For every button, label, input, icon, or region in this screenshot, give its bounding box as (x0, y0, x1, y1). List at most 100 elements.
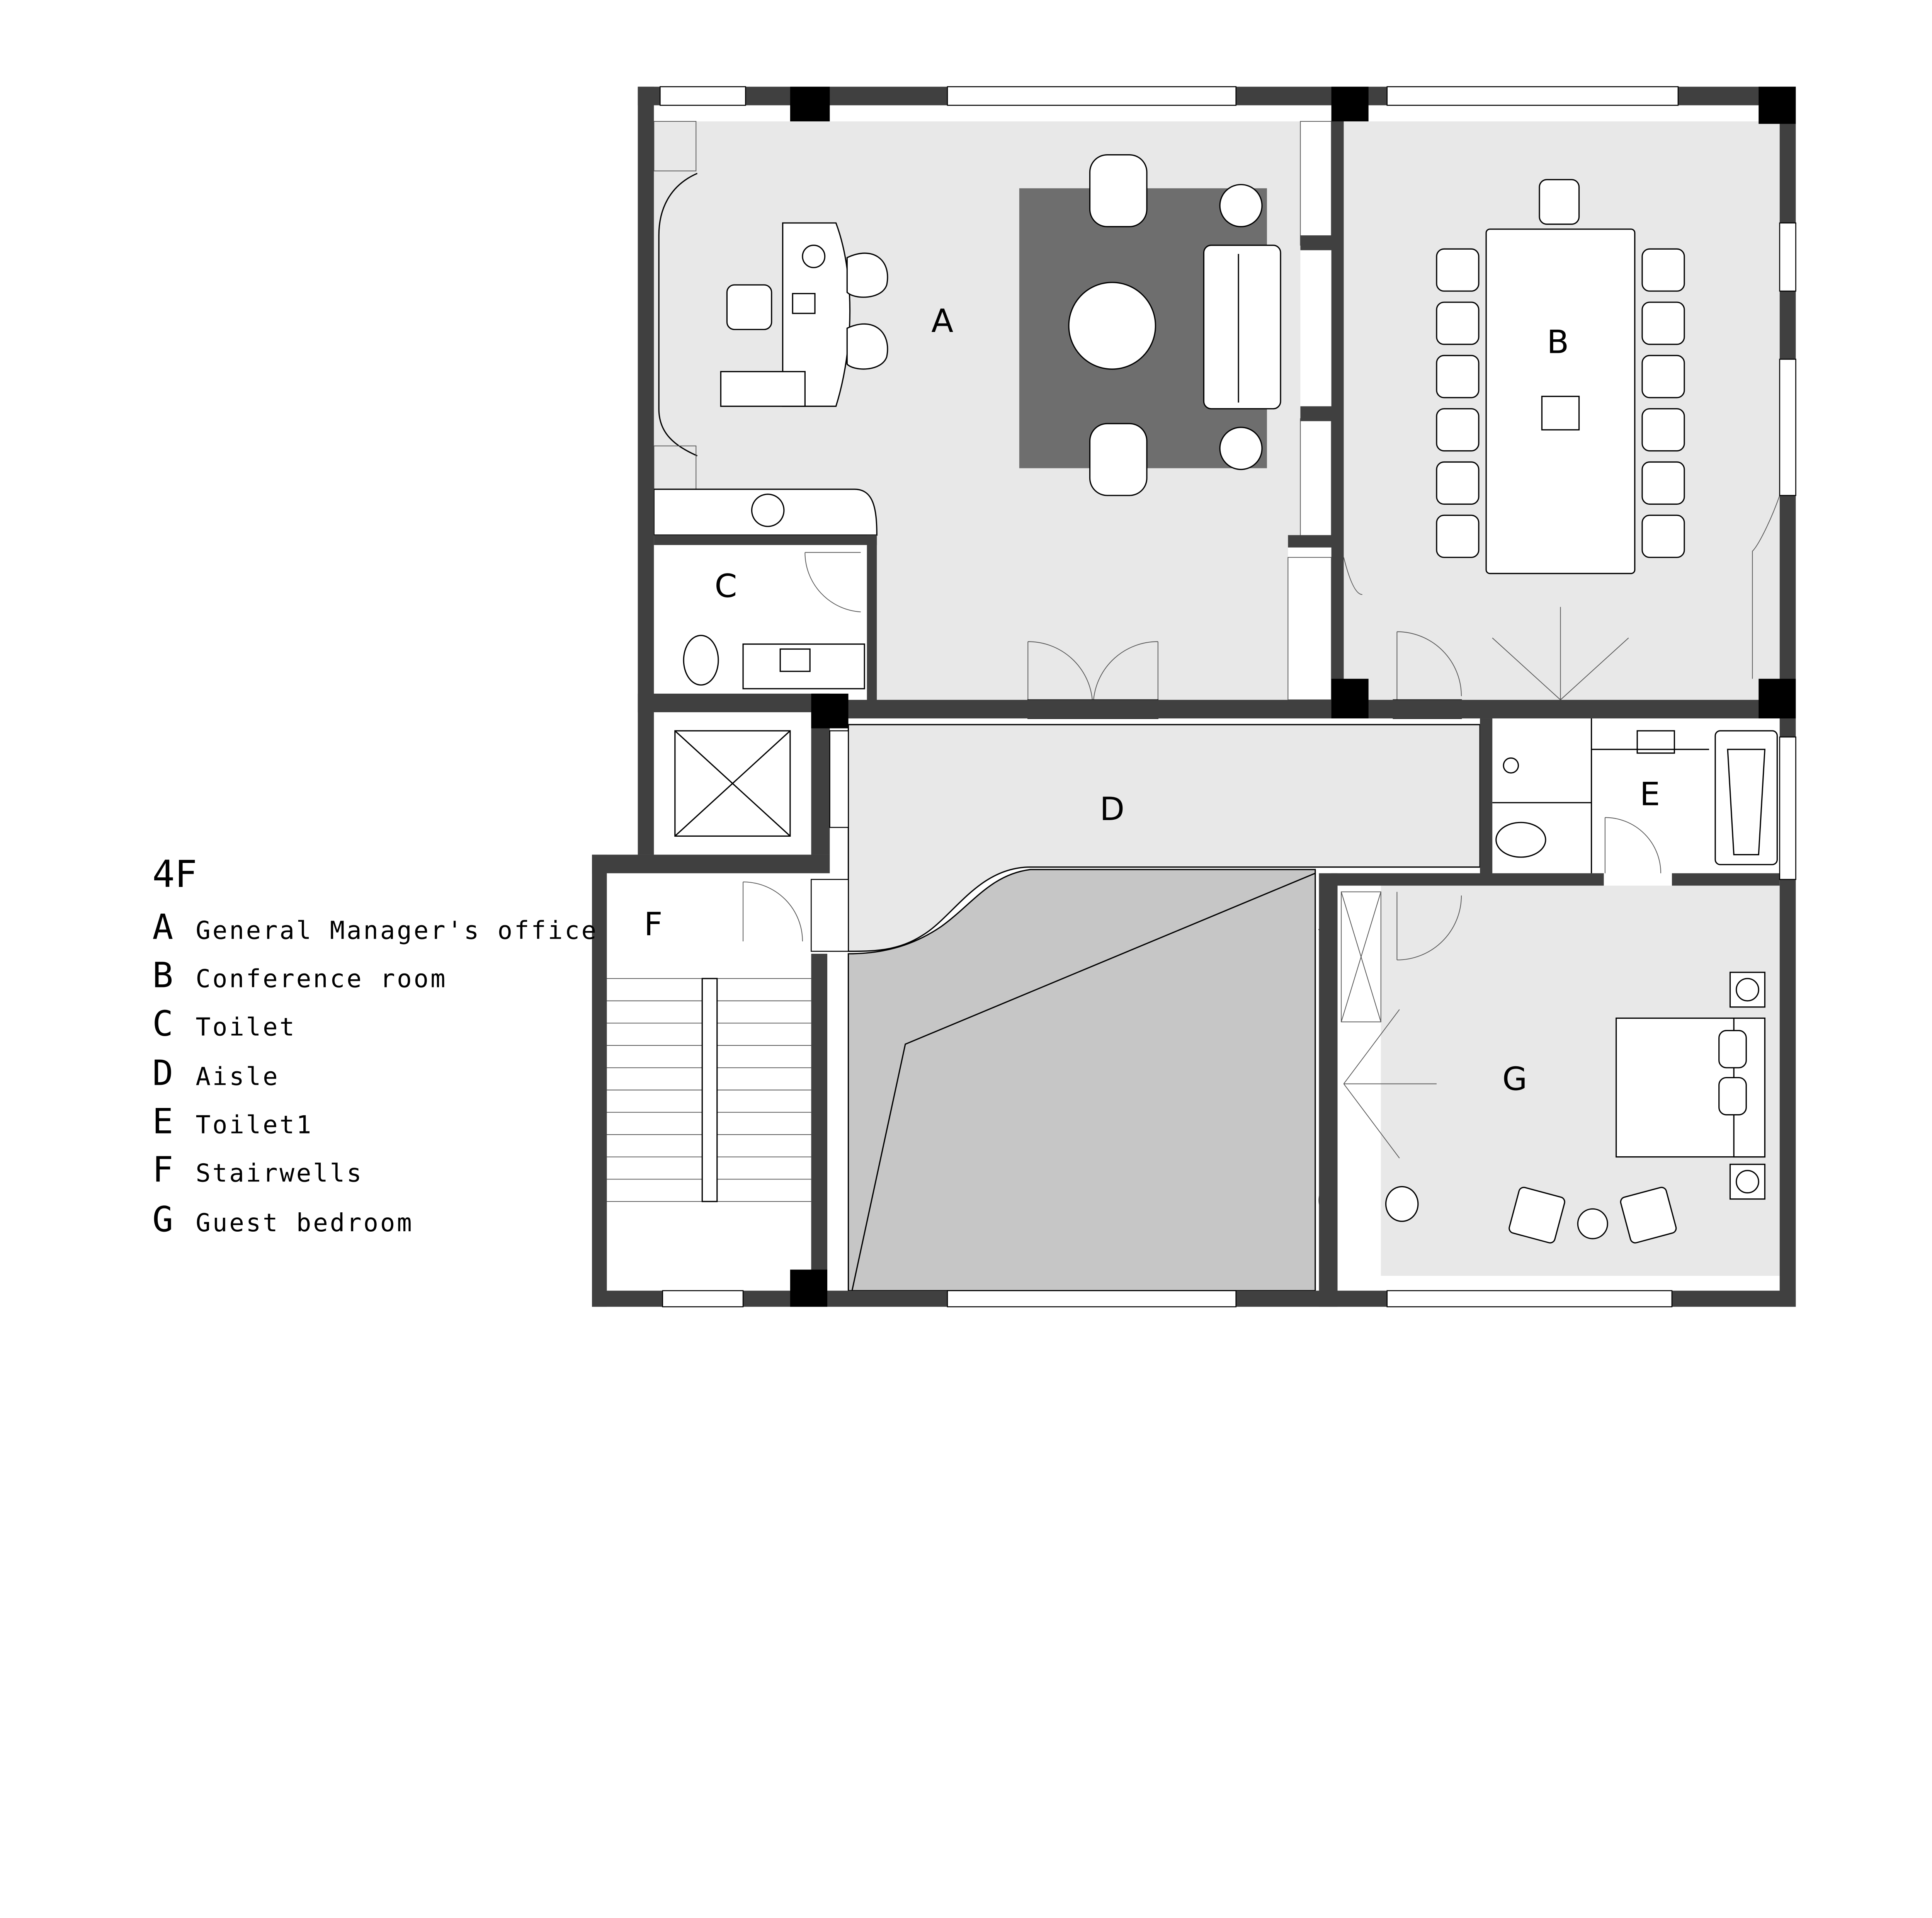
legend-letter: A (152, 907, 173, 947)
window (1386, 1290, 1673, 1307)
toilet-e-wc (1495, 822, 1546, 858)
wall (638, 693, 830, 712)
toilet-e-fixtures (1492, 718, 1778, 873)
tv-sightlines (1343, 1009, 1437, 1159)
room-label-g: G (1502, 1060, 1527, 1098)
projector (1541, 396, 1580, 431)
wall (867, 535, 877, 703)
room-a-floor-lower (877, 535, 1288, 703)
wall (638, 87, 654, 855)
room-label-f: F (644, 905, 663, 943)
side-table-top (1219, 184, 1263, 228)
toilet-c-door-swing (804, 552, 861, 613)
wall (1331, 873, 1604, 886)
column (790, 1270, 828, 1307)
structural-columns (790, 87, 1796, 1307)
bathtub-inner (1727, 749, 1766, 856)
window (1779, 222, 1796, 292)
windows (660, 86, 1796, 1307)
legend-name: Toilet1 (196, 1111, 313, 1140)
legend-name: General Manager's office (196, 916, 598, 945)
conference-chair (1436, 408, 1480, 452)
room-label-b: B (1547, 323, 1569, 361)
wardrobe-strip-2 (1300, 418, 1332, 537)
stair-door-swing (743, 882, 803, 941)
guest-chair-1 (846, 252, 888, 298)
wall (1300, 406, 1332, 421)
wall (1480, 718, 1493, 880)
legend-item: G Guest bedroom (152, 1200, 413, 1240)
room-label-e: E (1640, 775, 1660, 813)
legend-name: Conference room (196, 965, 447, 993)
pillow-2 (1718, 1077, 1747, 1116)
office-furniture (720, 154, 1281, 496)
elevator-cross (674, 730, 791, 837)
column (1331, 679, 1369, 718)
lamp-top (1735, 978, 1759, 1002)
legend-letter: D (152, 1053, 173, 1094)
pillow-1 (1718, 1030, 1747, 1069)
window (1779, 736, 1796, 880)
conference-chair (1641, 514, 1685, 558)
conference-chair (1641, 461, 1685, 505)
office-curved-wall (658, 173, 698, 456)
window (829, 730, 849, 828)
round-table (1068, 282, 1156, 370)
chairs-left (1436, 248, 1480, 558)
legend-name: Guest bedroom (196, 1209, 413, 1237)
stair-handrail (701, 978, 718, 1202)
legend-letter: B (152, 955, 173, 996)
head-chair (1539, 179, 1580, 225)
wall (1672, 873, 1780, 886)
window (947, 1290, 1236, 1307)
wall (811, 953, 828, 1295)
wall (592, 854, 830, 873)
wall (1288, 535, 1332, 548)
wash-basin (751, 494, 785, 527)
toilet-c-sink (779, 648, 811, 672)
toilet-e-door-swing (1604, 817, 1662, 873)
sofa (1203, 245, 1281, 410)
wardrobe-cross (1341, 892, 1381, 1022)
legend-letter: G (152, 1200, 173, 1240)
desk-tray (792, 293, 816, 314)
column (790, 87, 830, 122)
legend-item: E Toilet1 (152, 1102, 313, 1142)
legend-title: 4F (152, 853, 197, 896)
toilet-c-fixtures (683, 552, 865, 689)
legend-item: B Conference room (152, 955, 447, 996)
window (660, 86, 746, 106)
conference-furniture (1343, 179, 1780, 701)
conference-door (1396, 631, 1462, 700)
room-label-c: C (714, 567, 737, 605)
conference-chair (1436, 355, 1480, 398)
wall (654, 535, 877, 545)
legend-item: A General Manager's office (152, 907, 598, 947)
conference-chair (1641, 408, 1685, 452)
wardrobe (1341, 891, 1381, 1023)
armchair-bottom (1089, 423, 1148, 496)
toilet-c-wc (683, 635, 719, 686)
void-edge-line (851, 873, 1316, 1291)
window (1386, 86, 1679, 106)
side-cabinet (720, 371, 806, 407)
legend-letter: F (152, 1150, 173, 1190)
lounge-chair-right (1620, 1186, 1677, 1244)
desk-lamp (802, 245, 826, 268)
window (1779, 359, 1796, 496)
desk-chair (726, 284, 772, 330)
conference-curve-right (1752, 495, 1780, 679)
column (1331, 87, 1369, 122)
window (662, 1290, 744, 1307)
lamp-bottom (1735, 1170, 1759, 1194)
desk (782, 222, 851, 407)
vanity-stool (1385, 1186, 1419, 1222)
room-label-a: A (931, 302, 953, 340)
floor-drain (1503, 757, 1519, 774)
wall (1319, 873, 1338, 1307)
coffee-table (1577, 1208, 1608, 1239)
column (811, 693, 849, 728)
armchair-top (1089, 154, 1148, 228)
conference-chair (1436, 461, 1480, 505)
aisle-floor (847, 724, 1481, 952)
